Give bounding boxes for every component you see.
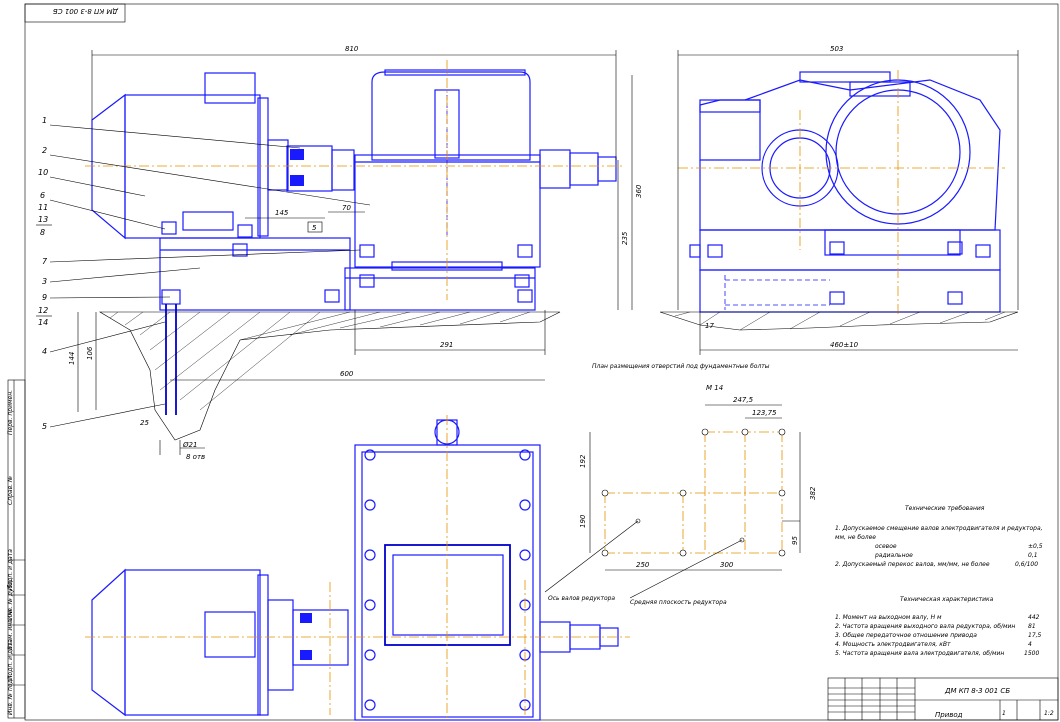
svg-text:5. Частота вращения вала элект: 5. Частота вращения вала электродвигател…: [835, 650, 1004, 657]
tech-characteristics: Техническая характеристика 1. Момент на …: [835, 596, 1042, 657]
svg-text:17,5: 17,5: [1028, 632, 1042, 639]
svg-text:250: 250: [636, 561, 650, 569]
svg-text:2: 2: [42, 146, 47, 155]
svg-text:192: 192: [579, 454, 587, 468]
drawing-name: Привод: [935, 711, 963, 719]
svg-text:1: 1: [1002, 710, 1006, 717]
side-view: 503 460±10 17: [659, 45, 1019, 355]
svg-text:6: 6: [40, 191, 45, 200]
svg-text:14: 14: [38, 318, 48, 327]
svg-text:радиальное: радиальное: [874, 552, 913, 559]
svg-text:360: 360: [635, 184, 643, 198]
svg-text:1. Допускаемое смещение валов: 1. Допускаемое смещение валов электродви…: [835, 525, 1043, 532]
svg-text:Ø21: Ø21: [182, 441, 197, 449]
svg-text:1:2: 1:2: [1044, 710, 1054, 717]
svg-text:8 отв: 8 отв: [186, 453, 205, 461]
plan-view: [85, 415, 630, 721]
svg-text:3: 3: [42, 277, 47, 286]
svg-text:М 14: М 14: [706, 384, 723, 392]
svg-text:442: 442: [1028, 614, 1040, 621]
svg-text:81: 81: [1028, 623, 1036, 630]
svg-text:145: 145: [275, 209, 289, 217]
svg-text:810: 810: [345, 45, 359, 53]
hole-plan: План размещения отверстий под фундаментн…: [544, 363, 817, 606]
svg-text:9: 9: [42, 293, 47, 302]
doc-code: ДМ КП 8-3 001 СБ: [944, 687, 1010, 695]
svg-text:5: 5: [42, 422, 47, 431]
svg-text:247,5: 247,5: [733, 396, 754, 404]
svg-text:1: 1: [42, 116, 47, 125]
svg-text:4: 4: [42, 347, 47, 356]
svg-text:123,75: 123,75: [752, 409, 777, 417]
svg-text:±0,5: ±0,5: [1028, 543, 1043, 550]
svg-text:Инв. № дубл.: Инв. № дубл.: [7, 579, 14, 620]
callouts: 1 2 10 6 11 13 8 7 3 9 12 14 4 5: [36, 116, 371, 431]
rotated-code-box: [24, 3, 126, 23]
svg-text:4: 4: [1028, 641, 1032, 648]
svg-text:Инв. № подл.: Инв. № подл.: [7, 674, 14, 715]
svg-text:190: 190: [579, 514, 587, 528]
svg-text:144: 144: [68, 352, 76, 365]
svg-text:300: 300: [720, 561, 734, 569]
svg-text:0,6/100: 0,6/100: [1015, 561, 1038, 568]
tech-requirements: Технические требования 1. Допускаемое см…: [835, 505, 1043, 568]
svg-text:12: 12: [38, 306, 48, 315]
svg-text:70: 70: [342, 204, 351, 212]
svg-text:1. Момент на выходном валу, Н: 1. Момент на выходном валу, Н м: [835, 614, 942, 621]
svg-text:11: 11: [38, 203, 48, 212]
svg-text:95: 95: [791, 536, 799, 545]
svg-text:2. Частота вращения выходного: 2. Частота вращения выходного вала редук…: [835, 623, 1015, 630]
svg-text:3. Общее передаточное отношени: 3. Общее передаточное отношение привода: [835, 632, 977, 639]
svg-text:0,1: 0,1: [1028, 552, 1038, 559]
front-dims: 810 145 70 5 360 235 291 600 144 106 25 …: [68, 45, 643, 461]
svg-text:382: 382: [809, 486, 817, 500]
svg-text:Перв. примен.: Перв. примен.: [7, 390, 14, 435]
rotated-code: ДМ КП 8-3 001 СБ: [53, 7, 119, 15]
svg-text:13: 13: [38, 215, 48, 224]
svg-text:460±10: 460±10: [830, 341, 859, 349]
svg-text:235: 235: [621, 231, 629, 245]
svg-text:Подп. и дата: Подп. и дата: [7, 639, 14, 680]
svg-text:5: 5: [312, 224, 317, 232]
svg-text:503: 503: [830, 45, 843, 53]
svg-text:17: 17: [705, 322, 714, 330]
svg-text:10: 10: [38, 168, 48, 177]
svg-text:7: 7: [42, 257, 48, 266]
svg-text:Средняя плоскость редуктора: Средняя плоскость редуктора: [630, 599, 727, 606]
svg-text:106: 106: [86, 346, 94, 360]
svg-text:План размещения отверстий под: План размещения отверстий под фундаментн…: [592, 363, 770, 370]
svg-text:4. Мощность электродвигателя,: 4. Мощность электродвигателя, кВт: [835, 641, 951, 648]
svg-text:Ось валов редуктора: Ось валов редуктора: [548, 595, 615, 602]
svg-text:осевое: осевое: [875, 543, 897, 550]
svg-text:Технические требования: Технические требования: [905, 505, 985, 512]
svg-text:мм, не более: мм, не более: [835, 534, 876, 541]
svg-text:1500: 1500: [1024, 650, 1039, 657]
svg-text:Техническая характеристика: Техническая характеристика: [900, 596, 994, 603]
svg-text:Взам. инв. №: Взам. инв. №: [7, 609, 14, 650]
front-view: [85, 60, 625, 441]
svg-text:Справ. №: Справ. №: [7, 476, 14, 505]
title-block: ДМ КП 8-3 001 СБ Привод 1 1:2: [827, 677, 1059, 721]
svg-text:8: 8: [40, 228, 45, 237]
svg-text:291: 291: [440, 341, 453, 349]
svg-text:2. Допускаемый перекос валов,: 2. Допускаемый перекос валов, мм/мм, не …: [835, 561, 990, 568]
svg-text:Подп. и дата: Подп. и дата: [7, 549, 14, 590]
svg-text:600: 600: [340, 370, 354, 378]
side-stamp: Перв. примен. Справ. № Подп. и дата Инв.…: [7, 390, 25, 715]
svg-text:25: 25: [140, 419, 149, 427]
